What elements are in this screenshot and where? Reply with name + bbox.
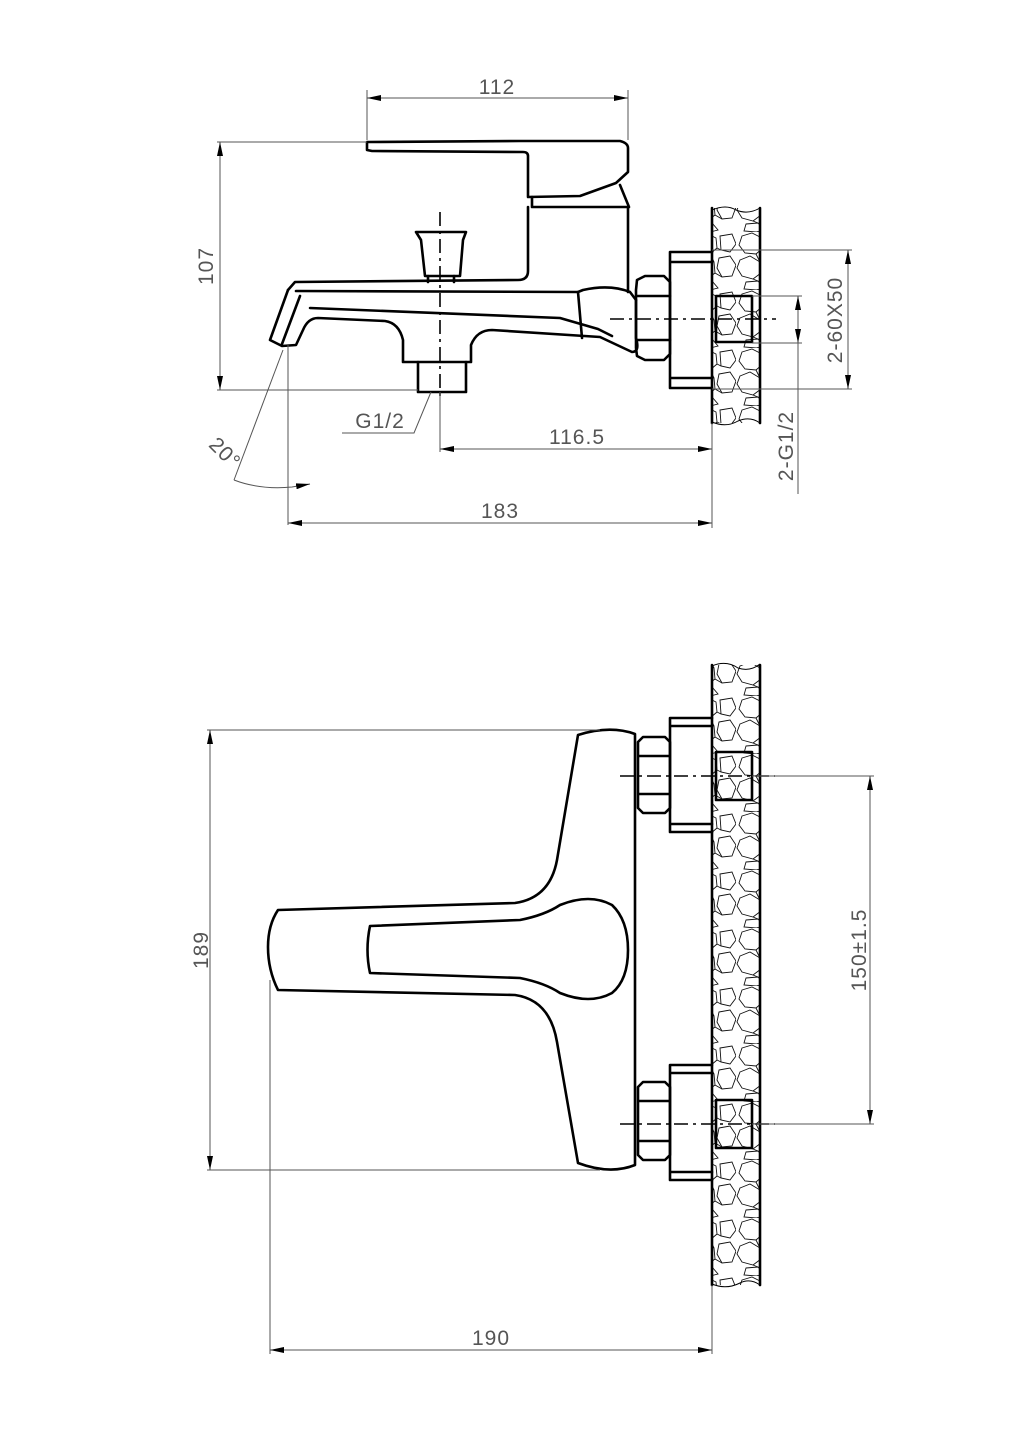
svg-text:189: 189 [190, 931, 213, 969]
hex-nut [634, 274, 672, 362]
svg-text:150±1.5: 150±1.5 [848, 909, 871, 992]
hex-nut-bottom [636, 1080, 672, 1162]
svg-text:112: 112 [479, 76, 515, 99]
svg-text:183: 183 [481, 500, 519, 523]
wall-section-bottom [710, 662, 762, 1288]
dimension-handle-width: 112 [366, 76, 629, 140]
mixer-body-top [266, 728, 637, 1171]
diverter-knob [414, 230, 468, 278]
dimension-outlet-to-wall: 116.5 [439, 392, 713, 528]
dimension-overall-width: 189 [190, 729, 600, 1171]
lever-handle [365, 139, 630, 199]
dimension-flange-size: 2-60X50 [712, 249, 852, 390]
dimension-center-distance: 150±1.5 [752, 775, 874, 1125]
wall-flange [668, 250, 714, 390]
outlet-nipple [416, 360, 468, 394]
wall-flange-bottom [668, 1063, 714, 1182]
dimension-inlet-thread: 2-G1/2 [752, 295, 802, 494]
svg-text:190: 190 [472, 1327, 510, 1350]
dimension-overall-depth-top: 190 [269, 980, 713, 1354]
spout [268, 288, 639, 364]
top-view: 189 150±1.5 190 [190, 662, 874, 1354]
svg-text:2-G1/2: 2-G1/2 [775, 411, 798, 481]
outlet-thread-label: G1/2 [342, 391, 432, 434]
svg-text:107: 107 [195, 247, 218, 285]
side-view: 112 107 G1/2 20° 116.5 [195, 76, 852, 528]
svg-text:116.5: 116.5 [549, 426, 605, 449]
dimension-overall-depth-side: 183 [288, 500, 712, 526]
svg-text:2-60X50: 2-60X50 [824, 277, 847, 363]
hex-nut-top [636, 735, 672, 815]
dimension-height: 107 [195, 141, 418, 391]
svg-text:G1/2: G1/2 [355, 410, 405, 433]
mixer-body [286, 205, 530, 292]
lever-handle-top [366, 897, 630, 1001]
wall-flange-top [668, 716, 714, 834]
